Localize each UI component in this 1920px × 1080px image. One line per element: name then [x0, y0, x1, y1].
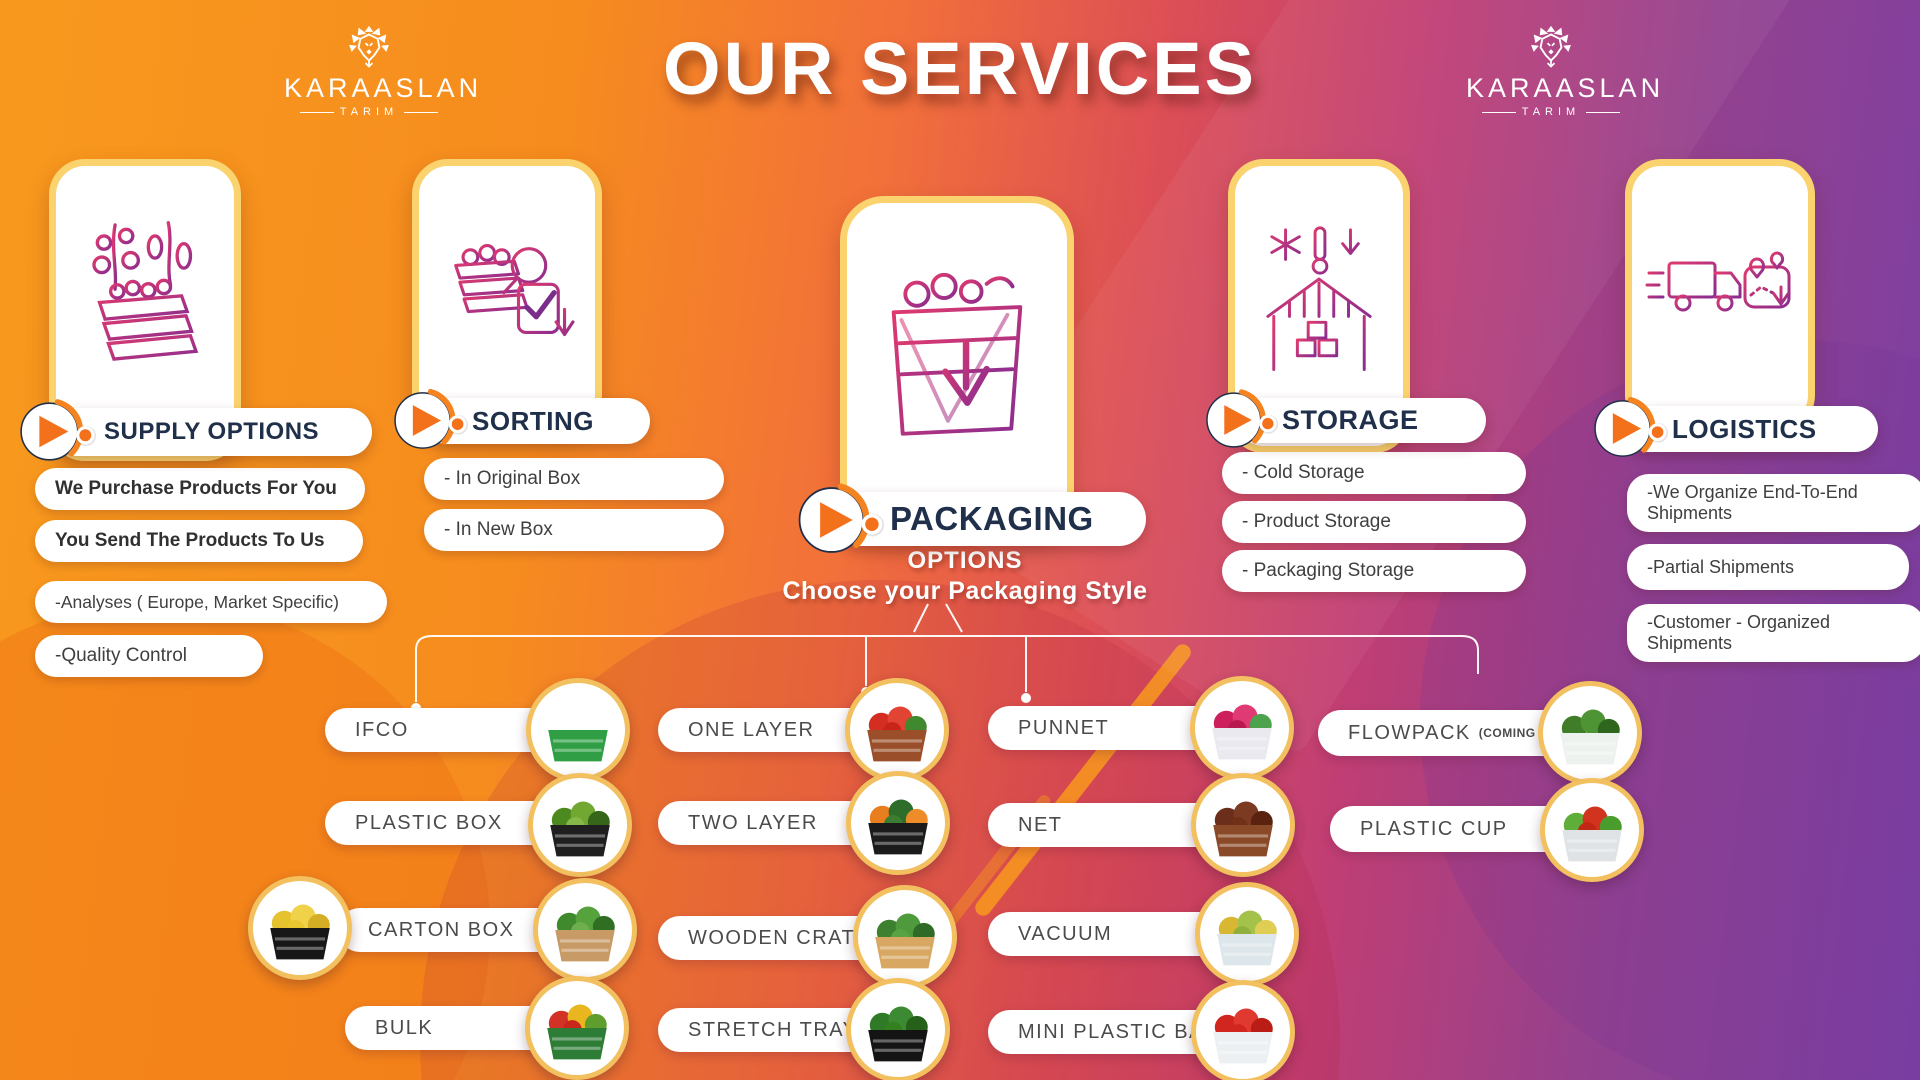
supply-item-label: We Purchase Products For You [55, 478, 337, 500]
option-label: CARTON BOX [368, 918, 515, 941]
sorting-title: SORTING [472, 405, 594, 436]
page-title: OUR SERVICES [663, 27, 1257, 110]
option-label: IFCO [355, 718, 409, 741]
packaging-play-button[interactable] [796, 482, 884, 558]
brand-tagline: TARIM [1521, 106, 1581, 118]
logistics-item-label: -Partial Shipments [1647, 556, 1795, 577]
storage-item-label: - Packaging Storage [1242, 560, 1415, 582]
vacuum-product-photo [1195, 882, 1299, 986]
option-label: VACUUM [1018, 922, 1113, 945]
plastic-box-product-photo [528, 773, 632, 877]
logistics-truck-icon [1645, 251, 1791, 312]
option-label: PLASTIC BOX [355, 811, 503, 834]
ifco-product-photo [526, 678, 630, 782]
bulk-product-photo [525, 976, 629, 1080]
option-label: NET [1018, 813, 1063, 836]
option-label: STRETCH TRAY [688, 1018, 858, 1041]
net-product-photo [1191, 773, 1295, 877]
supply-play-button[interactable] [18, 398, 96, 465]
logistics-item: -Customer - Organized Shipments [1627, 604, 1920, 662]
option-label: BULK [375, 1016, 434, 1039]
lion-icon [1466, 24, 1636, 71]
brand-tagline-row: TARIM [1466, 106, 1636, 118]
logistics-item: -We Organize End-To-End Shipments [1627, 474, 1920, 532]
sorting-item: - In New Box [424, 509, 724, 551]
storage-item: - Product Storage [1222, 501, 1526, 543]
tagline-rule [1586, 111, 1621, 113]
logistics-item-label: -We Organize End-To-End Shipments [1647, 482, 1858, 523]
packaging-title: PACKAGING [890, 500, 1094, 537]
brand-tagline-row: TARIM [284, 106, 454, 118]
logistics-title-pill: LOGISTICS [1626, 406, 1878, 452]
option-label: PUNNET [1018, 716, 1110, 739]
storage-title-pill: STORAGE [1236, 398, 1486, 443]
option-label: PLASTIC CUP [1360, 817, 1508, 840]
punnet-product-photo [1190, 676, 1294, 780]
sorting-play-button[interactable] [392, 388, 468, 453]
wooden-crate-product-photo [853, 885, 957, 989]
sorting-card [412, 159, 602, 431]
supply-title-pill: SUPPLY OPTIONS [54, 408, 372, 456]
carton-box-product-photo-right [533, 878, 637, 982]
one-layer-product-photo [845, 678, 949, 782]
plastic-cup-product-photo [1540, 778, 1644, 882]
storage-warehouse-icon [1266, 226, 1372, 372]
packaging-title-pill: PACKAGING [834, 492, 1146, 546]
option-label: MINI PLASTIC BAG [1018, 1020, 1221, 1043]
carton-box-product-photo-left [248, 876, 352, 980]
option-label: WOODEN CRATE [688, 926, 871, 949]
option-label: ONE LAYER [688, 718, 815, 741]
tagline-rule [404, 111, 439, 113]
packaging-tagline: Choose your Packaging Style [782, 577, 1148, 605]
flowpack-product-photo [1538, 681, 1642, 785]
packaging-card [840, 196, 1074, 540]
storage-title: STORAGE [1282, 405, 1419, 435]
supply-item-label: You Send The Products To Us [55, 530, 325, 552]
supply-item-label: -Quality Control [55, 645, 187, 667]
sorting-inspection-icon [454, 244, 575, 337]
storage-item-label: - Cold Storage [1242, 462, 1365, 484]
logistics-title: LOGISTICS [1672, 413, 1817, 444]
sorting-item-label: - In Original Box [444, 468, 581, 490]
logistics-item-label: -Customer - Organized Shipments [1647, 612, 1831, 653]
sorting-item-label: - In New Box [444, 519, 553, 541]
storage-item: - Packaging Storage [1222, 550, 1526, 592]
tagline-rule [299, 111, 334, 113]
storage-item-label: - Product Storage [1242, 511, 1391, 533]
supply-item: We Purchase Products For You [35, 468, 365, 510]
brand-name: KARAASLAN [1466, 73, 1665, 103]
supply-item-label: -Analyses ( Europe, Market Specific) [55, 591, 339, 612]
brand-logo-left: KARAASLAN TARIM [284, 24, 483, 118]
sorting-title-pill: SORTING [424, 398, 650, 444]
supply-item: -Analyses ( Europe, Market Specific) [35, 581, 387, 623]
packaging-crate-icon [891, 273, 1023, 436]
brand-tagline: TARIM [339, 106, 399, 118]
supply-item: You Send The Products To Us [35, 520, 363, 562]
lion-icon [284, 24, 454, 71]
logistics-play-button[interactable] [1592, 396, 1668, 461]
packaging-subtitle: OPTIONS [907, 547, 1023, 574]
supply-item: -Quality Control [35, 635, 263, 677]
option-label: TWO LAYER [688, 811, 818, 834]
mini-plastic-bag-product-photo [1191, 980, 1295, 1080]
sorting-item: - In Original Box [424, 458, 724, 500]
tagline-rule [1481, 111, 1516, 113]
logistics-item: -Partial Shipments [1627, 544, 1909, 590]
option-label: FLOWPACK [1348, 721, 1471, 744]
stretch-tray-product-photo [846, 978, 950, 1080]
supply-plants-crate-icon [92, 220, 199, 361]
supply-title: SUPPLY OPTIONS [104, 418, 320, 445]
brand-logo-right: KARAASLAN TARIM [1466, 24, 1665, 118]
storage-item: - Cold Storage [1222, 452, 1526, 494]
storage-play-button[interactable] [1204, 388, 1278, 452]
brand-name: KARAASLAN [284, 73, 483, 103]
two-layer-product-photo [846, 771, 950, 875]
